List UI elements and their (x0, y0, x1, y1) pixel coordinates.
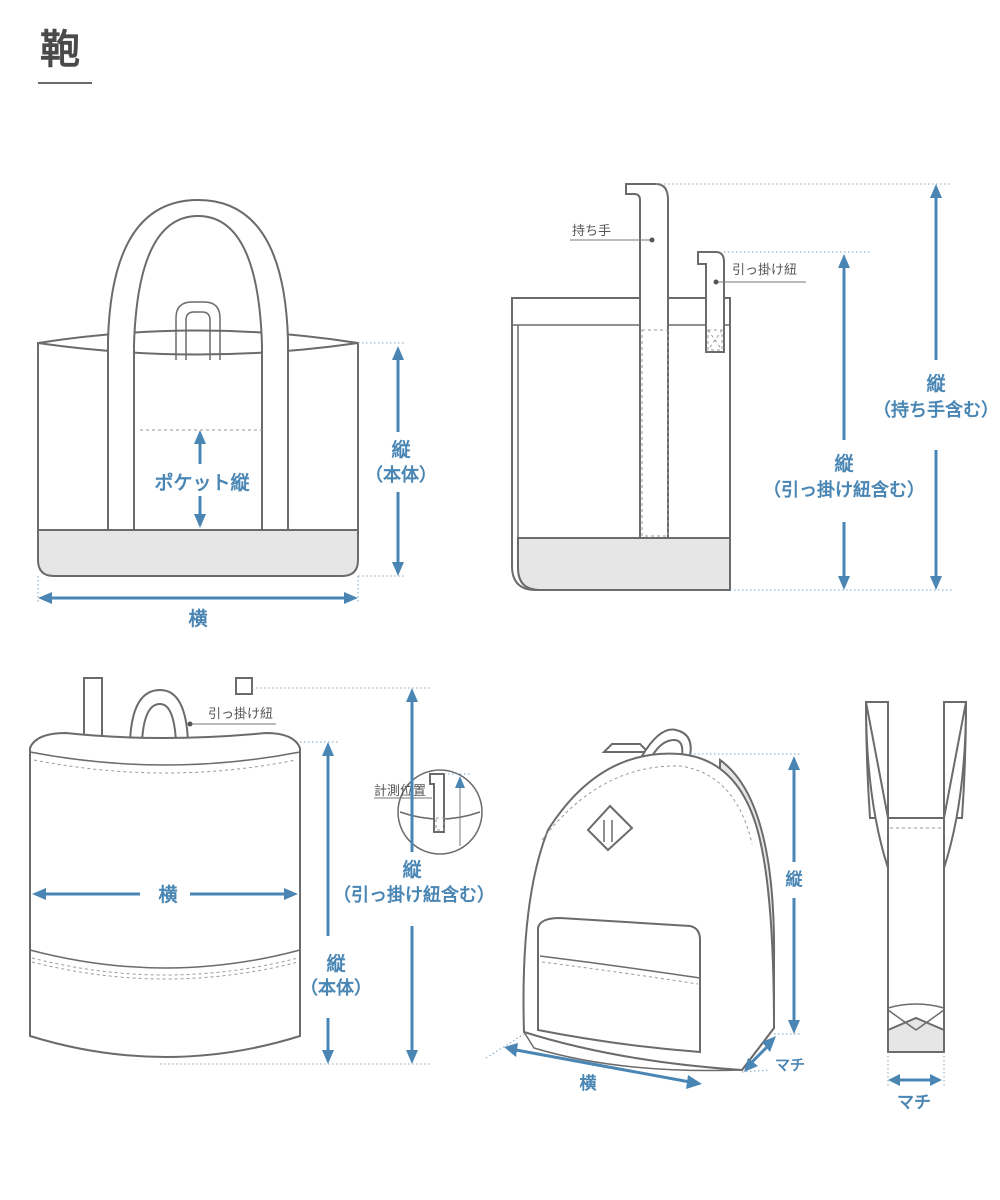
title-underline (38, 82, 92, 84)
pouch-height-label: 縦 (326, 952, 346, 975)
loop-height-sub-label: （引っ掛け紐含む） (763, 479, 925, 501)
tote-bag-side (511, 183, 731, 591)
handle-note: 持ち手 (572, 224, 611, 239)
measure-position-note: 計測位置 (374, 783, 426, 799)
loop-height-label: 縦 (834, 452, 854, 475)
hanging-loop-note-top: 引っ掛け紐 (732, 263, 797, 278)
backpack-gusset-label: マチ (775, 1056, 805, 1074)
pouch-loop-height-sub-label: （引っ掛け紐含む） (333, 884, 495, 906)
bag-side-gusset (864, 701, 968, 1053)
tote-height-sub-label: （本体） (365, 464, 437, 486)
side-gusset-label: マチ (897, 1093, 931, 1113)
tote-height-label: 縦 (391, 438, 411, 461)
pouch-height-sub-label: （本体） (300, 977, 372, 999)
pocket-height-label: ポケット縦 (154, 471, 250, 494)
pouch-loop-height-label: 縦 (402, 858, 422, 881)
tote-width-label: 横 (188, 607, 208, 630)
backpack (522, 728, 776, 1072)
backpack-height-label: 縦 (786, 869, 804, 890)
handle-height-label: 縦 (926, 372, 946, 395)
page-title: 鞄 (40, 27, 80, 73)
handle-height-sub-label: （持ち手含む） (873, 399, 999, 421)
pouch-width-label: 横 (158, 883, 178, 906)
backpack-width-label: 横 (580, 1073, 597, 1094)
hanging-loop-note-bottom: 引っ掛け紐 (208, 707, 273, 722)
measure-position-detail (397, 769, 483, 855)
pouch-bag (29, 677, 301, 1058)
